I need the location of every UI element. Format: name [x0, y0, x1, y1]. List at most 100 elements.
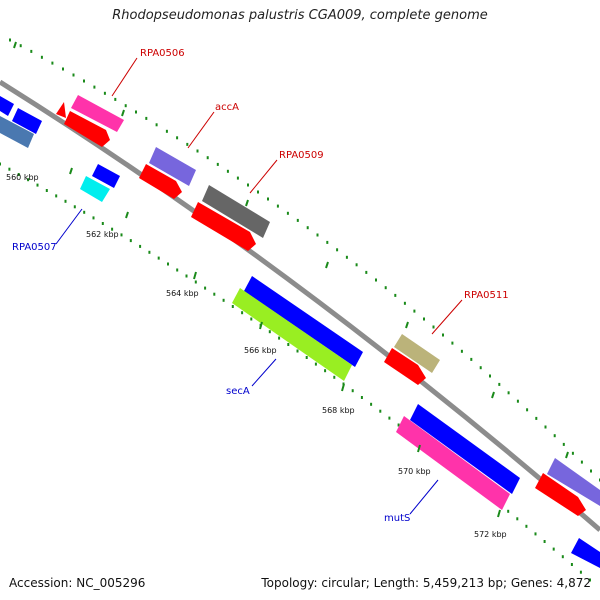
ruler-dot	[176, 268, 179, 272]
gene-features	[0, 95, 600, 568]
ruler-dot	[543, 540, 546, 543]
ruler-dot	[423, 317, 425, 321]
tick-label: 566 kbp	[244, 346, 277, 355]
ruler-dot	[413, 309, 416, 313]
ruler-dot	[397, 423, 400, 427]
ruler-dot	[196, 149, 199, 153]
ruler-dot	[124, 104, 127, 108]
gene-feature-blue-b[interactable]	[92, 164, 120, 188]
ruler-dot	[120, 233, 123, 237]
ruler-dot	[403, 301, 406, 305]
gene-feature-muts[interactable]	[396, 416, 510, 510]
ruler-dot	[139, 244, 142, 248]
ruler-dot	[55, 194, 58, 198]
gene-feature-red-a[interactable]	[56, 102, 66, 118]
leader-rpa0507	[55, 208, 83, 245]
ruler-dot	[394, 293, 397, 297]
gene-label-rpa0506: RPA0506	[140, 48, 185, 59]
ruler-dot	[213, 292, 216, 296]
ruler-dot	[370, 402, 373, 406]
gene-feature-red-e[interactable]	[384, 348, 426, 385]
ruler-dot	[296, 349, 299, 353]
ruler-dot	[216, 162, 219, 166]
gene-feature-blue-long[interactable]	[244, 276, 363, 367]
ruler-dot	[0, 162, 1, 166]
ruler-dot	[365, 270, 368, 274]
gene-label-rpa0511: RPA0511	[464, 290, 509, 301]
gene-feature-red-d[interactable]	[191, 202, 256, 251]
ruler-dot	[204, 286, 207, 290]
leader-seca	[251, 358, 277, 387]
ruler-ticks	[13, 41, 569, 518]
gene-feature-blue-mid[interactable]	[410, 404, 520, 494]
genome-backbone	[0, 79, 600, 532]
ruler-dot	[222, 298, 225, 302]
ruler-dot	[525, 524, 528, 528]
ruler-dot	[579, 570, 582, 574]
ruler-dot	[62, 67, 64, 71]
ruler-dot	[526, 408, 529, 412]
tick-label: 560 kbp	[6, 173, 39, 182]
gene-feature-blue-left-2[interactable]	[12, 108, 42, 134]
ruler-dot	[176, 136, 179, 140]
gene-feature-rpa0506[interactable]	[71, 95, 124, 132]
leader-muts	[409, 479, 439, 515]
gene-feature-rpa0511[interactable]	[394, 334, 440, 373]
genome-info-text: Topology: circular; Length: 5,459,213 bp…	[261, 576, 591, 590]
ruler-dot	[155, 123, 158, 127]
ruler-dot	[571, 451, 574, 455]
ruler-dot	[305, 356, 308, 359]
label-leader-lines	[55, 57, 463, 515]
ruler-dot	[83, 79, 85, 83]
ruler-dot	[345, 255, 348, 259]
gene-labels: RPA0506 accA RPA0509 RPA0511 RPA0507 sec…	[12, 48, 509, 524]
tick-label: 570 kbp	[398, 467, 431, 476]
ruler-dot	[185, 274, 188, 278]
ruler-dot	[306, 226, 309, 230]
ruler-dot	[111, 227, 114, 231]
gene-feature-steelblue-left[interactable]	[0, 116, 34, 148]
gene-label-rpa0507: RPA0507	[12, 242, 57, 253]
ruler-dot	[316, 233, 319, 237]
gene-feature-acca[interactable]	[149, 147, 196, 186]
leader-rpa0509	[249, 159, 278, 194]
gene-feature-blue-left[interactable]	[0, 96, 14, 116]
ruler-dot	[276, 204, 279, 208]
gene-feature-purple-right[interactable]	[547, 458, 600, 506]
ruler-dot	[129, 239, 132, 243]
gene-feature-rpa0507[interactable]	[80, 176, 110, 202]
ruler-dot	[535, 416, 538, 420]
gene-feature-red-f[interactable]	[535, 473, 586, 516]
ruler-dot	[30, 49, 33, 53]
gene-feature-seca[interactable]	[232, 288, 352, 381]
inner-dotted-ruler	[0, 162, 591, 582]
map-title: Rhodopseudomonas palustris CGA009, compl…	[112, 8, 488, 23]
leader-rpa0511	[431, 299, 463, 335]
ruler-dot	[314, 362, 317, 366]
ruler-dot	[148, 250, 151, 254]
ruler-dot	[432, 325, 435, 329]
ruler-dot	[287, 343, 290, 346]
ruler-dot	[451, 341, 454, 345]
ruler-dot	[336, 248, 339, 252]
ruler-dot	[286, 211, 289, 215]
ruler-dot	[589, 578, 591, 582]
ruler-dot	[544, 425, 547, 429]
gene-feature-red-c[interactable]	[139, 164, 182, 199]
ruler-dot	[552, 547, 555, 551]
gene-feature-blue-right[interactable]	[571, 538, 600, 568]
ruler-dot	[8, 167, 11, 171]
gene-feature-red-b[interactable]	[64, 111, 110, 147]
ruler-dot	[135, 110, 137, 114]
accession-text: Accession: NC_005296	[9, 576, 146, 590]
ruler-dot	[186, 142, 189, 146]
ruler-dot	[384, 286, 387, 290]
ruler-dot	[9, 38, 11, 42]
gene-label-rpa0509: RPA0509	[279, 150, 324, 161]
ruler-dot	[206, 156, 209, 160]
ruler-dot	[516, 517, 519, 521]
gene-feature-rpa0509[interactable]	[202, 185, 270, 238]
ruler-dot	[360, 396, 363, 399]
tick-label: 562 kbp	[86, 230, 119, 239]
gene-label-muts: mutS	[384, 513, 410, 524]
